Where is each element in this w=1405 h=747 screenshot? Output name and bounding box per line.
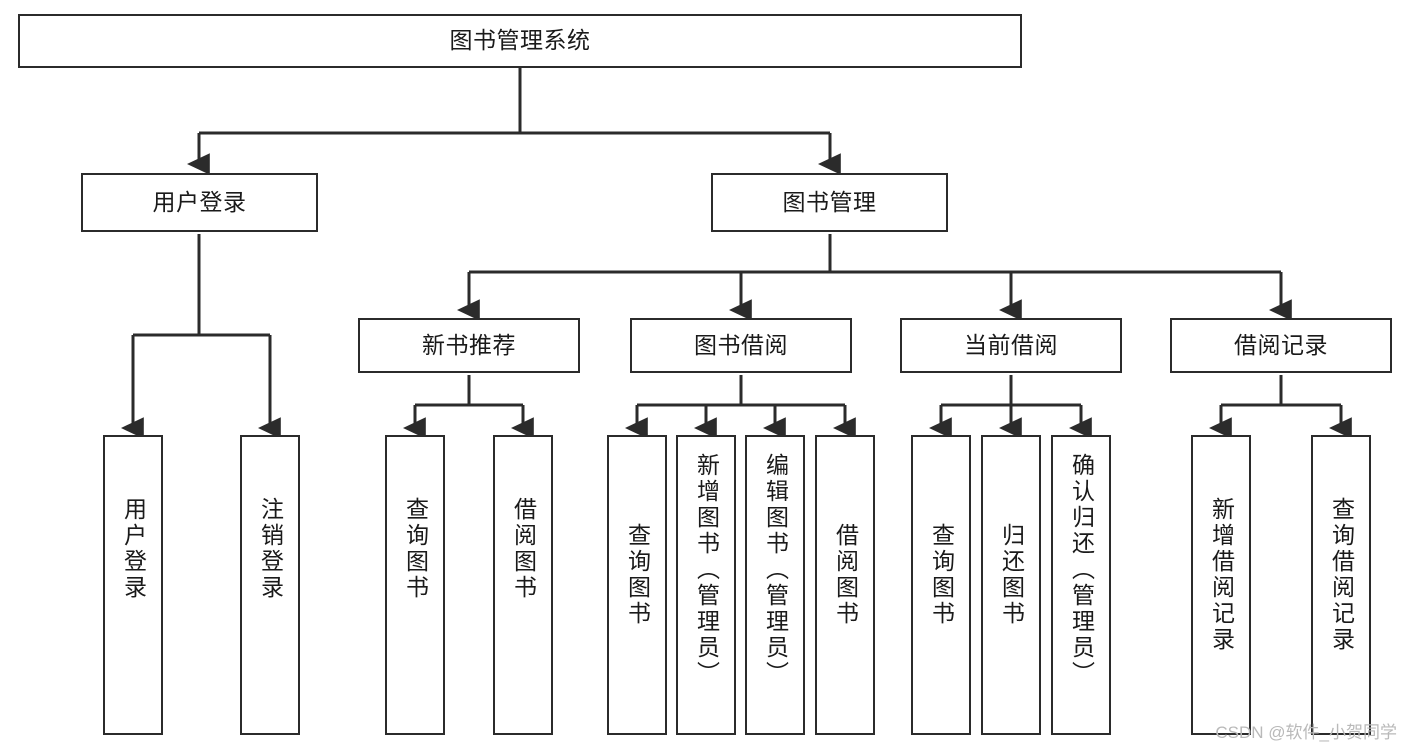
node-label: 当前借阅	[964, 331, 1058, 358]
node-label: 查询图书	[624, 523, 651, 627]
node-label: 新增借阅记录	[1208, 497, 1235, 653]
node-label: 注销登录	[257, 497, 284, 601]
leaf-return-book[interactable]: 归还图书	[981, 435, 1041, 735]
edges-book-borrow	[624, 375, 856, 439]
node-user-login[interactable]: 用户登录	[81, 173, 318, 232]
node-label: 借阅记录	[1234, 331, 1328, 358]
node-root-system[interactable]: 图书管理系统	[18, 14, 1022, 68]
leaf-borrow-book[interactable]: 借阅图书	[815, 435, 875, 735]
leaf-query-book-recommend[interactable]: 查询图书	[385, 435, 445, 735]
leaf-add-borrow-record[interactable]: 新增借阅记录	[1191, 435, 1251, 735]
leaf-edit-book-admin[interactable]: 编辑图书（管理员）	[745, 435, 805, 735]
node-label: 编辑图书（管理员）	[762, 453, 789, 687]
node-label: 借阅图书	[832, 523, 859, 627]
node-label: 图书借阅	[694, 331, 788, 358]
node-label: 查询图书	[402, 497, 429, 601]
edges-borrow-record	[1208, 375, 1352, 439]
leaf-query-book-borrow[interactable]: 查询图书	[607, 435, 667, 735]
node-label: 图书管理	[782, 188, 877, 215]
leaf-user-login[interactable]: 用户登录	[103, 435, 163, 735]
node-label: 归还图书	[998, 523, 1025, 627]
edges-new-book	[402, 375, 534, 439]
node-label: 用户登录	[120, 497, 147, 601]
leaf-confirm-return-admin[interactable]: 确认归还（管理员）	[1051, 435, 1111, 735]
edges-user-login	[120, 234, 281, 439]
node-book-management[interactable]: 图书管理	[711, 173, 948, 232]
node-label: 图书管理系统	[449, 27, 591, 54]
node-label: 新增图书（管理员）	[693, 453, 720, 687]
node-label: 查询借阅记录	[1328, 497, 1355, 653]
node-label: 查询图书	[928, 523, 955, 627]
edges-root	[186, 68, 841, 175]
node-label: 新书推荐	[422, 331, 516, 358]
leaf-logout[interactable]: 注销登录	[240, 435, 300, 735]
leaf-add-book-admin[interactable]: 新增图书（管理员）	[676, 435, 736, 735]
edges-current-borrow	[928, 375, 1092, 439]
leaf-borrow-book-recommend[interactable]: 借阅图书	[493, 435, 553, 735]
node-label: 用户登录	[152, 188, 247, 215]
node-new-book-recommend[interactable]: 新书推荐	[358, 318, 580, 373]
leaf-query-borrow-record[interactable]: 查询借阅记录	[1311, 435, 1371, 735]
csdn-watermark: CSDN @软件_小贺同学	[1215, 723, 1397, 742]
node-label: 借阅图书	[510, 497, 537, 601]
node-borrow-record[interactable]: 借阅记录	[1170, 318, 1392, 373]
leaf-query-book-current[interactable]: 查询图书	[911, 435, 971, 735]
node-current-borrow[interactable]: 当前借阅	[900, 318, 1122, 373]
node-book-borrow[interactable]: 图书借阅	[630, 318, 852, 373]
edges-book-manage	[456, 234, 1292, 321]
node-label: 确认归还（管理员）	[1068, 453, 1095, 687]
